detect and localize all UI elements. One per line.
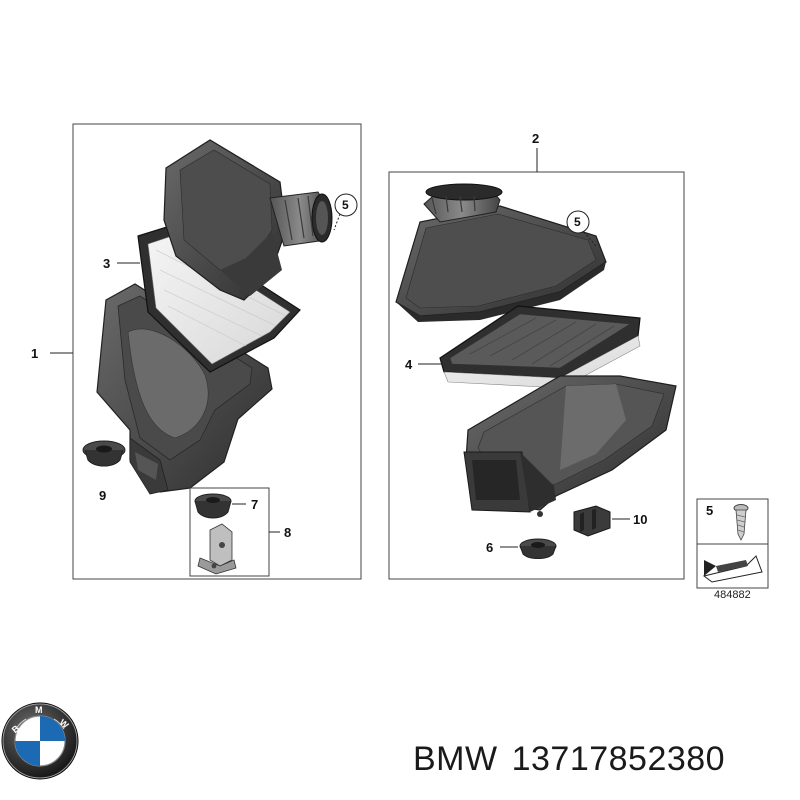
intake-silencer-lower-right <box>463 375 677 517</box>
direction-arrow-icon <box>702 555 763 583</box>
diagram-number: 484882 <box>714 589 751 601</box>
callout-7: 7 <box>251 497 258 512</box>
air-filter-element-left <box>137 225 301 373</box>
callout-8: 8 <box>284 525 291 540</box>
bmw-logo-letter-m: M <box>35 705 43 715</box>
clip-10 <box>573 505 611 537</box>
screw-legend: 5 484882 <box>696 498 769 601</box>
rubber-mount-7 <box>194 493 232 519</box>
left-group-frame <box>72 123 362 580</box>
callout-4: 4 <box>405 357 413 372</box>
left-assembly-group: 1 3 9 7 8 5 <box>31 123 362 580</box>
bracket-8 <box>197 523 237 575</box>
callout-5a-circle <box>334 193 358 217</box>
brand-name: BMW <box>413 740 498 778</box>
callout-3: 3 <box>103 256 110 271</box>
leader-line-5b <box>583 231 597 247</box>
air-filter-element-right <box>439 305 641 389</box>
right-assembly-group: 2 5 4 <box>388 131 685 580</box>
legend-frame-bottom <box>696 543 769 589</box>
callout-5b-circle <box>566 210 590 234</box>
callout-5a: 5 <box>342 198 349 212</box>
intake-silencer-upper-part <box>163 139 333 301</box>
callout-6: 6 <box>486 540 493 555</box>
callout-9: 9 <box>99 488 106 503</box>
callout-5-legend: 5 <box>706 503 713 518</box>
bmw-logo: B M W <box>1 702 79 780</box>
intake-silencer-upper-right <box>395 183 607 322</box>
leader-line-5a <box>333 213 341 231</box>
bmw-logo-letter-b: B <box>10 723 22 735</box>
rubber-grommet-9 <box>82 440 126 467</box>
callout-1: 1 <box>31 346 38 361</box>
screw-5-icon <box>733 504 749 541</box>
callout-10: 10 <box>633 512 647 527</box>
rubber-grommet-6 <box>519 538 557 559</box>
callout-2: 2 <box>532 131 539 146</box>
intake-silencer-lower-part <box>96 283 273 495</box>
part-caption: BMW 13717852380 <box>413 740 793 784</box>
part-number: 13717852380 <box>511 740 726 778</box>
callout-5b: 5 <box>574 215 581 229</box>
